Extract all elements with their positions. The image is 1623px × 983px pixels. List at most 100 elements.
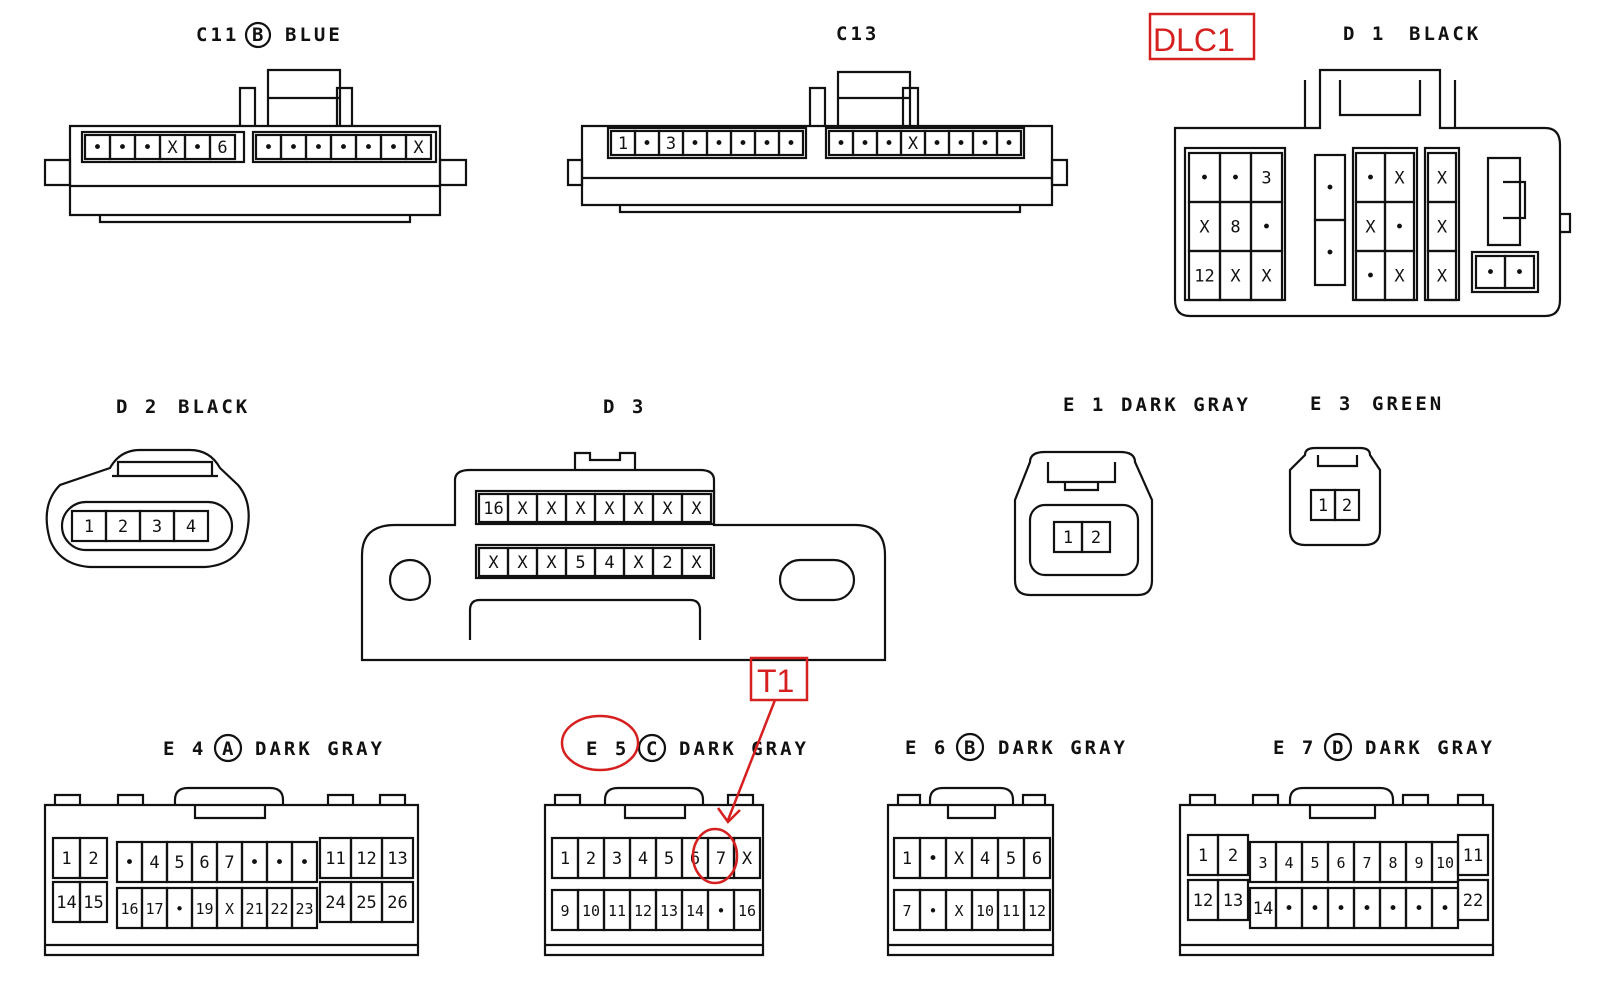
d1-side-tab [1560, 212, 1572, 234]
e7-body [1178, 803, 1495, 957]
dlc1-box [1148, 12, 1256, 61]
e5-badge-circle [637, 733, 667, 763]
e4-bot-left-pin-1: 15 [83, 893, 103, 913]
t1-arrow-head [716, 807, 741, 824]
c11-badge-circle [244, 21, 272, 49]
d1-grid3-pins: •XX••X [1354, 151, 1416, 302]
e7-color: DARK GRAY [1365, 737, 1495, 759]
e4-top-mid-pin-4: 7 [224, 853, 234, 873]
e4-top-left-pin-1: 2 [88, 849, 98, 869]
d3-row1-pin-2: X [546, 499, 557, 519]
e5-row1-pin-7: X [742, 849, 753, 869]
d3-row1-pin-6: X [662, 499, 673, 519]
d3-row2-pin-6: 2 [662, 553, 672, 573]
e7-bot-left-pin-0: 12 [1193, 891, 1213, 911]
c11-row2-pin-6-cell [404, 133, 433, 161]
d1-code: D 1 [1343, 23, 1386, 45]
e4-top-mid-pin-5: • [249, 853, 259, 873]
e6-row2-pin-5-cell [1022, 888, 1052, 932]
e7-code: E 7 [1273, 737, 1316, 759]
t1-annotation: T1 [716, 656, 809, 824]
d1-g3-pin-0-1: X [1394, 169, 1405, 189]
d1-g1-pin-0-1: • [1230, 169, 1240, 189]
e7-bot-right-pin-0: 22 [1463, 891, 1483, 911]
d1-g3-pin-1-1: • [1394, 218, 1404, 238]
c13-row2-pin-3: X [908, 134, 919, 154]
d3-row1-pin-1: X [517, 499, 528, 519]
e5-row1-pin-0: 1 [560, 849, 570, 869]
c11-color: BLUE [285, 24, 343, 46]
connector-c11: C11 B BLUE •••X•6 ••••••X [43, 21, 468, 224]
d3-mounting-hole-right [778, 558, 856, 602]
e5-pin7-highlight [691, 827, 739, 885]
e6-row1-pin-3: 4 [980, 849, 990, 869]
e7-top-mid-pin-2: 5 [1310, 854, 1319, 872]
e4-top-right-pin-1: 12 [356, 849, 376, 869]
e3-pin-1-cell [1333, 488, 1361, 522]
e1-pin-0: 1 [1063, 528, 1073, 548]
e6-code: E 6 [905, 737, 948, 759]
e5-row2-pin-4: 13 [660, 902, 678, 920]
e1-inner [1028, 503, 1140, 577]
e3-color: GREEN [1372, 393, 1444, 415]
e6-row1-pin-5: 6 [1032, 849, 1042, 869]
c11-row1-pin-4: • [192, 138, 202, 158]
e3-pin-1: 2 [1342, 496, 1352, 516]
e7-top-mid-pin-5: 8 [1388, 854, 1397, 872]
e4-badge: A [222, 738, 234, 760]
t1-box [749, 656, 809, 702]
e5-row1-pin-5: 6 [690, 849, 700, 869]
e5-highlight-circle [560, 714, 640, 772]
e6-row1-pin-1: • [928, 849, 938, 869]
e5-row2-pin-6: • [716, 902, 725, 920]
e4-bot-right-pin-2: 26 [387, 893, 407, 913]
d3-row2-frame [474, 543, 716, 580]
c13-base [582, 176, 1052, 214]
e4-top-right-pin-0: 11 [325, 849, 345, 869]
d1-g2-pin-1-cell [1313, 218, 1347, 287]
c13-row1-pin-1: • [642, 134, 652, 154]
e7-top-tabs [1188, 793, 1485, 805]
c11-badge: B [252, 24, 263, 46]
e4-body [43, 803, 420, 957]
c13-row2-pin-1: • [860, 134, 870, 154]
d1-g3-pin-2-0: • [1365, 267, 1375, 287]
e7-bot-mid-pin-2: • [1310, 899, 1320, 919]
d3-row1-frame [474, 489, 716, 526]
e4-bot-mid-pin-4: X [225, 900, 234, 918]
d3-code: D 3 [603, 396, 646, 418]
c13-row1-pin-6: • [762, 134, 772, 154]
e4-top-tabs [53, 793, 407, 805]
c11-code: C11 [196, 24, 239, 46]
c11-row2-pins: ••••••X [254, 133, 433, 161]
e5-row2-pin-7-cell [732, 888, 762, 932]
d3-row2-pin-3: 5 [575, 553, 585, 573]
e4-bot-mid-pin-7: 23 [295, 900, 313, 918]
e7-badge-circle [1323, 732, 1353, 762]
c13-lock [836, 70, 912, 126]
d3-top-lock [573, 451, 637, 470]
e5-row1-pin-6: 7 [716, 849, 726, 869]
c13-row2-pin-7: • [1004, 134, 1014, 154]
e6-row2-pin-0: 7 [902, 902, 911, 920]
d1-lock [1303, 80, 1457, 128]
d1-grid2-pins: •• [1313, 153, 1347, 287]
e7-lock [1288, 786, 1395, 820]
e7-bot-mid-pin-5: • [1388, 899, 1398, 919]
c11-row1-pin-3: X [167, 138, 178, 158]
e7-top-mid-pin-0: 3 [1258, 854, 1267, 872]
e5-top-tabs [553, 793, 755, 805]
d1-grid5-pins: •• [1474, 254, 1536, 290]
d3-row2-pin-5: X [633, 553, 644, 573]
d1-g2-pin-1: • [1325, 244, 1335, 264]
e5-row2-pin-2: 11 [608, 902, 626, 920]
